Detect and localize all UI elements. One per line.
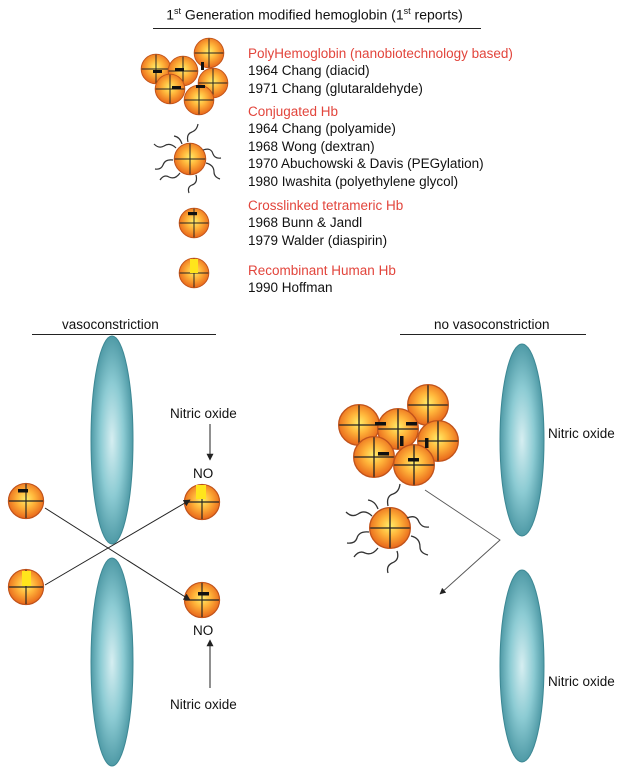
right-panel-heading: no vasoconstriction xyxy=(434,317,550,332)
right-panel xyxy=(337,343,545,763)
legend-line: 1980 Iwashita (polyethylene glycol) xyxy=(248,173,459,189)
legend-line: 1964 Chang (diacid) xyxy=(248,63,370,79)
legend-line: 1968 Bunn & Jandl xyxy=(248,215,363,231)
nitric-oxide-label-top-right: Nitric oxide xyxy=(548,426,615,441)
left-panel-heading: vasoconstriction xyxy=(62,317,159,332)
crosslinked-hb-icon xyxy=(178,207,210,239)
legend-line: 1970 Abuchowski & Davis (PEGylation) xyxy=(248,156,484,172)
conjugated-hb-icon xyxy=(153,123,222,194)
conjugated-hb-molecule xyxy=(345,483,430,574)
nitric-oxide-label-top-left: Nitric oxide xyxy=(170,406,237,421)
polyhemoglobin-icon xyxy=(140,37,229,116)
vessel-wall-lower-left xyxy=(90,557,134,767)
legend-line: 1990 Hoffman xyxy=(248,280,333,296)
legend-line: 1979 Walder (diaspirin) xyxy=(248,232,388,248)
arrow-bounce xyxy=(424,489,501,595)
vessel-wall-upper-left xyxy=(90,335,134,545)
vessel-wall-upper-right xyxy=(499,343,545,537)
legend-line: 1971 Chang (glutaraldehyde) xyxy=(248,80,423,96)
arrow-cross-up xyxy=(44,499,191,586)
right-panel-rule xyxy=(400,334,586,335)
nitric-oxide-label-bottom-right: Nitric oxide xyxy=(548,674,615,689)
recombinant-hb-icon xyxy=(178,257,210,289)
hb-molecule-no-bottom xyxy=(183,581,221,619)
arrow-cross-down xyxy=(44,507,191,601)
hb-molecule-no-top xyxy=(183,483,221,521)
no-label-bottom: NO xyxy=(193,623,214,638)
legend-line: 1964 Chang (polyamide) xyxy=(248,121,396,137)
hb-molecule-left-recombinant xyxy=(7,568,45,606)
legend-heading: Conjugated Hb xyxy=(248,104,339,119)
no-label-top: NO xyxy=(193,466,214,481)
left-panel-rule xyxy=(32,334,216,335)
polyhemoglobin-cluster xyxy=(337,383,460,487)
left-panel xyxy=(7,335,221,767)
figure-title: 1st Generation modified hemoglobin (1st … xyxy=(166,6,463,23)
vessel-wall-lower-right xyxy=(499,569,545,763)
legend-line: 1968 Wong (dextran) xyxy=(248,138,375,154)
legend-heading: Recombinant Human Hb xyxy=(248,263,396,278)
nitric-oxide-label-bottom-left: Nitric oxide xyxy=(170,697,237,712)
legend-heading: Crosslinked tetrameric Hb xyxy=(248,198,404,213)
hb-molecule-left-crosslinked xyxy=(7,482,45,520)
title-underline xyxy=(153,28,481,29)
legend-recombinant-hb: Recombinant Human Hb 1990 Hoffman xyxy=(248,262,396,297)
legend-polyhemoglobin: PolyHemoglobin (nanobiotechnology based)… xyxy=(248,45,513,97)
legend-heading: PolyHemoglobin (nanobiotechnology based) xyxy=(248,46,513,61)
legend-crosslinked-hb: Crosslinked tetrameric Hb 1968 Bunn & Ja… xyxy=(248,197,403,249)
legend-conjugated-hb: Conjugated Hb 1964 Chang (polyamide) 196… xyxy=(248,103,484,190)
